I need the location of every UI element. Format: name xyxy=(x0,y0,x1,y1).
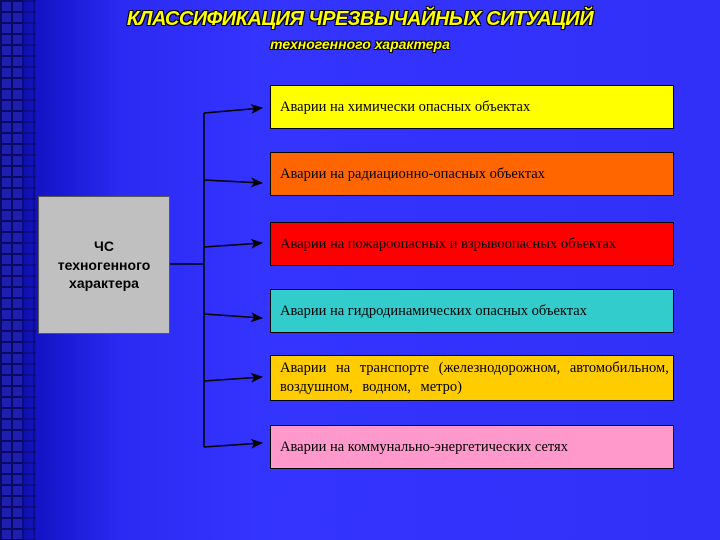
category-box-chemical: Аварии на химически опасных объектах xyxy=(270,85,674,129)
root-node: ЧС техногенного характера xyxy=(38,196,170,334)
arrow-5 xyxy=(203,372,263,383)
category-label: Аварии на транспорте (железнодорожном, а… xyxy=(280,360,669,395)
category-box-fire-explosion: Аварии на пожароопасных и взрывоопасных … xyxy=(270,222,674,266)
category-label: Аварии на гидродинамических опасных объе… xyxy=(280,302,587,319)
category-box-hydrodynamic: Аварии на гидродинамических опасных объе… xyxy=(270,289,674,333)
category-label: Аварии на пожароопасных и взрывоопасных … xyxy=(280,235,617,252)
category-label: Аварии на химически опасных объектах xyxy=(280,98,531,115)
arrow-1 xyxy=(203,103,263,114)
decorative-grid-strip-fade xyxy=(22,0,36,540)
slide-title: КЛАССИФИКАЦИЯ ЧРЕЗВЫЧАЙНЫХ СИТУАЦИЙ xyxy=(126,8,594,30)
arrow-2 xyxy=(203,177,263,188)
category-box-radiation: Аварии на радиационно-опасных объектах xyxy=(270,152,674,196)
category-label: Аварии на радиационно-опасных объектах xyxy=(280,165,545,182)
category-label: Аварии на коммунально-энергетических сет… xyxy=(280,438,568,455)
category-box-transport: Аварии на транспорте (железнодорожном, а… xyxy=(270,355,674,401)
decorative-grid-strip xyxy=(0,0,22,540)
arrow-6 xyxy=(203,438,263,449)
arrow-4 xyxy=(203,312,263,323)
slide-subtitle: техногенного характера xyxy=(270,36,450,52)
category-box-utility-networks: Аварии на коммунально-энергетических сет… xyxy=(270,425,674,469)
arrow-3 xyxy=(203,238,263,249)
